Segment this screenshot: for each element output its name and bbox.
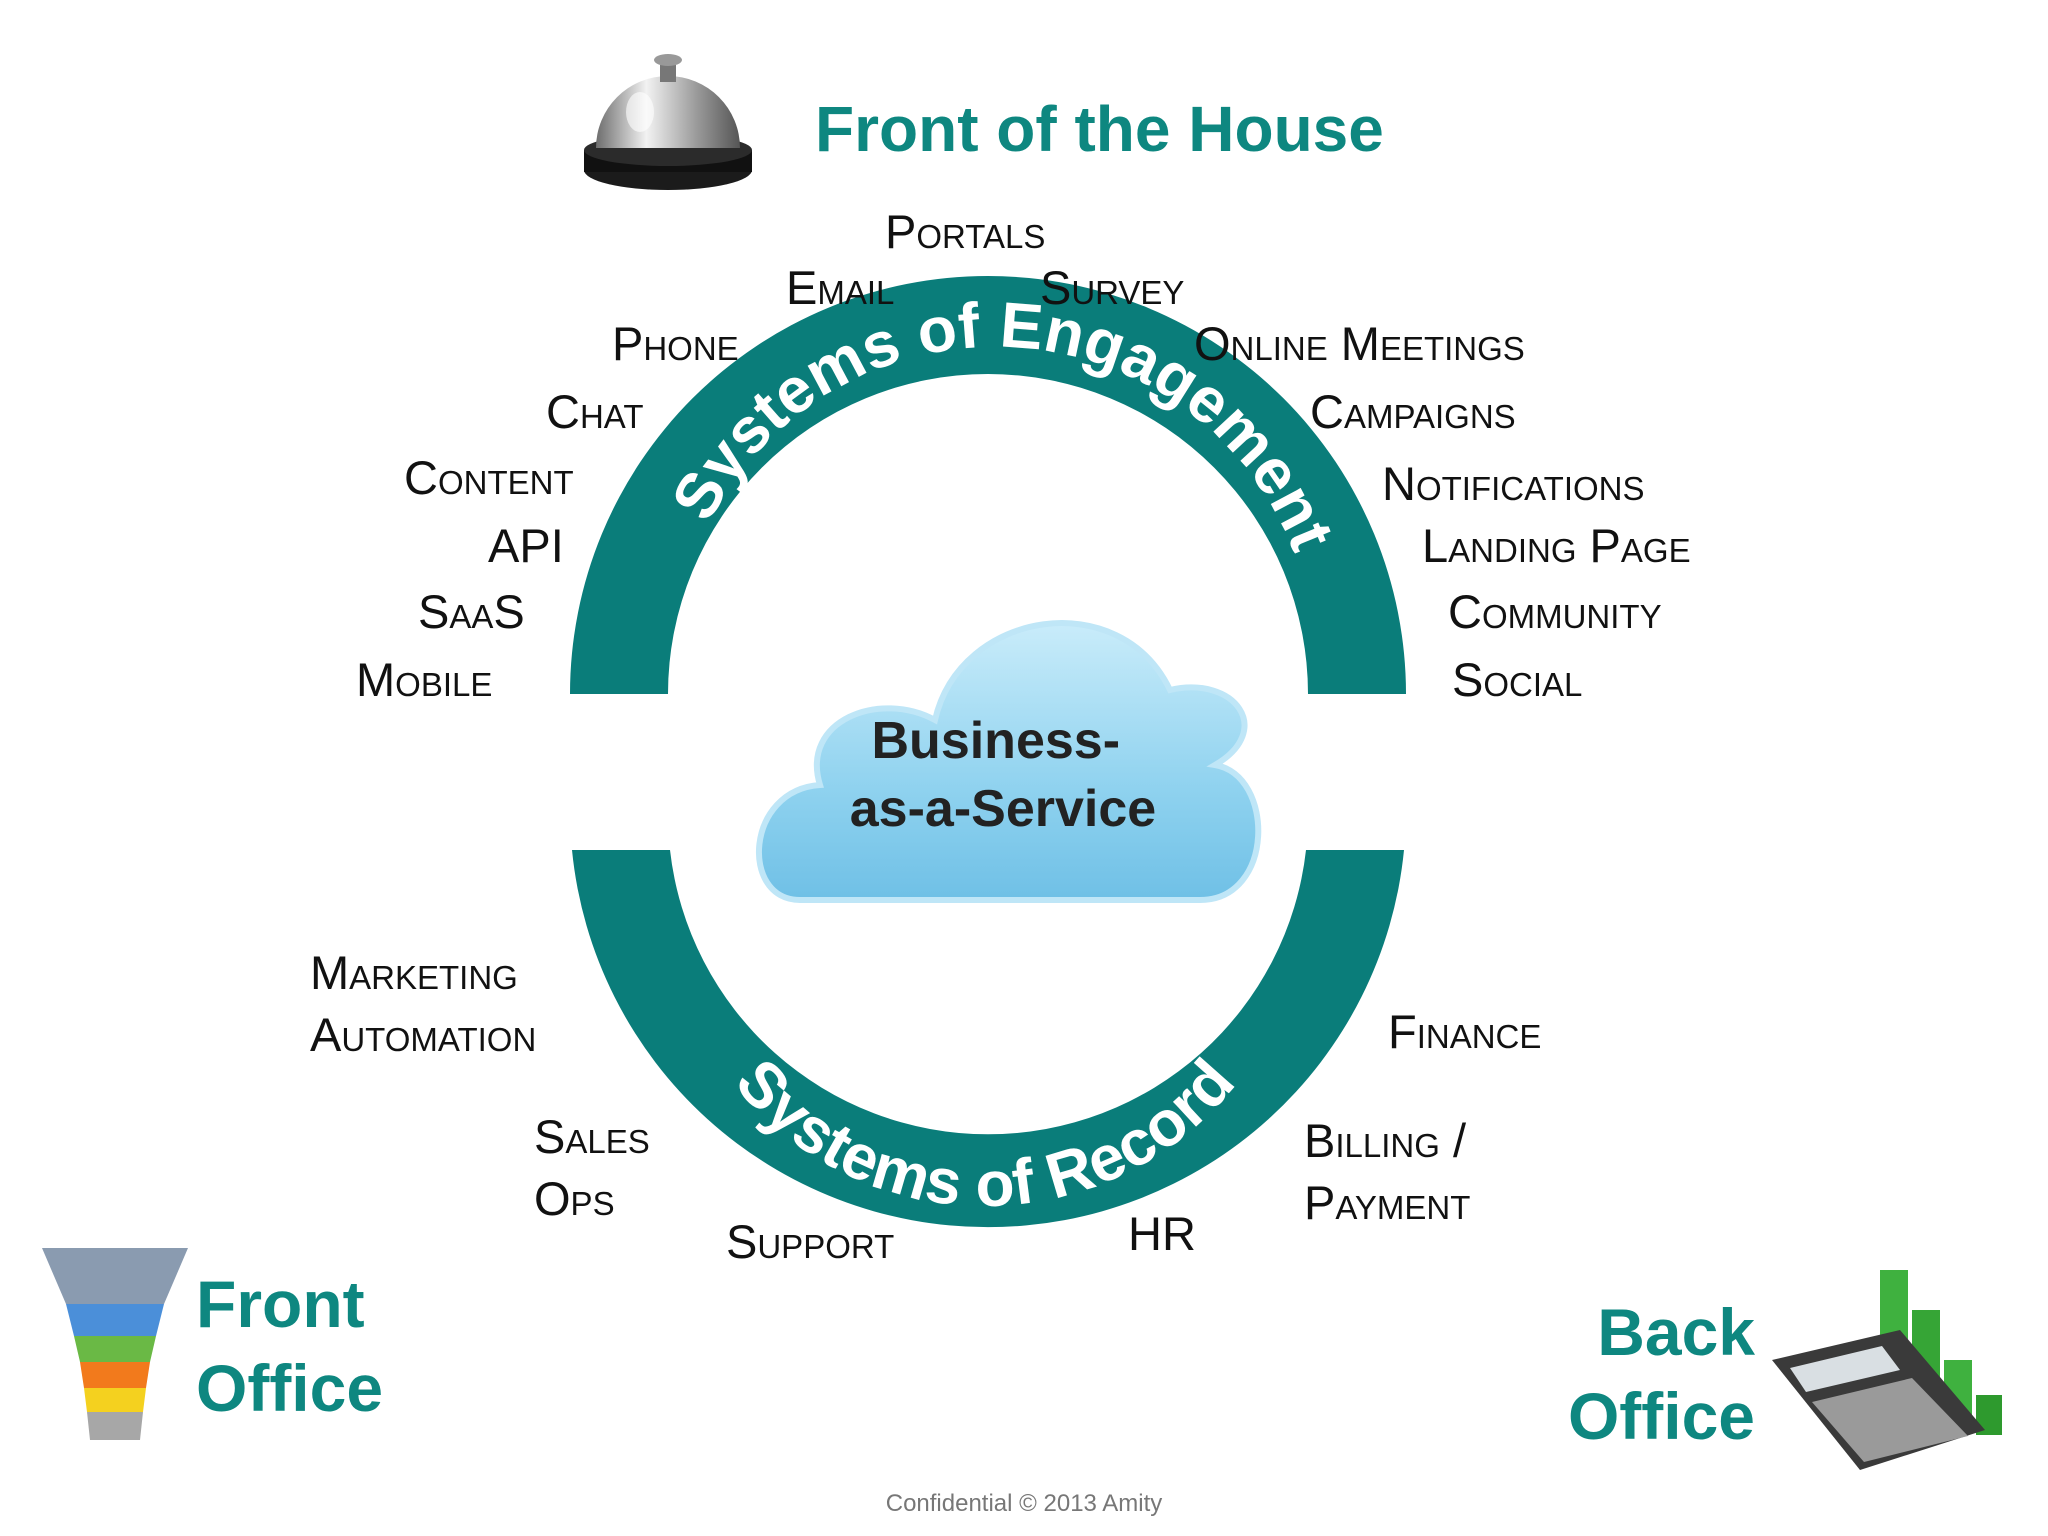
record-ring	[572, 850, 1404, 1228]
back-office-line-1: Back	[1597, 1295, 1755, 1369]
record-billing-payment: Billing / Payment	[1304, 1110, 1470, 1234]
channel-community: Community	[1448, 585, 1662, 638]
record-sales-line-1: Sales	[534, 1110, 650, 1163]
channel-social: Social	[1452, 653, 1583, 706]
front-of-house-heading: Front of the House	[815, 93, 1384, 165]
channel-mobile: Mobile	[356, 653, 493, 706]
channel-content: Content	[404, 451, 574, 504]
channel-email: Email	[786, 261, 895, 314]
calculator-chart-icon	[1772, 1270, 2002, 1470]
sales-funnel-icon	[42, 1248, 188, 1440]
channel-online-meetings: Online Meetings	[1194, 317, 1525, 370]
back-office-line-2: Office	[1567, 1379, 1755, 1453]
channel-campaigns: Campaigns	[1310, 385, 1516, 438]
cloud-icon	[755, 620, 1262, 903]
front-office-line-1: Front	[196, 1267, 365, 1341]
service-bell-icon	[584, 54, 752, 190]
record-billing-line-1: Billing /	[1304, 1114, 1467, 1167]
record-marketing-line-2: Automation	[310, 1008, 537, 1061]
cloud-label: Business- as-a-Service	[850, 712, 1156, 838]
channel-landing-page: Landing Page	[1422, 519, 1691, 572]
record-marketing-line-1: Marketing	[310, 946, 518, 999]
channel-chat: Chat	[546, 385, 644, 438]
footer-confidential: Confidential © 2013 Amity	[885, 1490, 1163, 1517]
channel-notifications: Notifications	[1382, 457, 1645, 510]
record-billing-line-2: Payment	[1304, 1176, 1471, 1229]
record-sales-line-2: Ops	[534, 1172, 615, 1225]
channel-api: API	[488, 519, 564, 572]
record-arc-label: Systems of Record	[722, 1045, 1248, 1220]
channel-portals: Portals	[885, 205, 1046, 258]
record-sales-ops: Sales Ops	[534, 1106, 650, 1230]
back-office-heading: Back Office	[1500, 1290, 1755, 1458]
front-office-line-2: Office	[196, 1351, 384, 1425]
channel-survey: Survey	[1040, 261, 1185, 314]
channel-phone: Phone	[612, 317, 739, 370]
front-office-heading: Front Office	[196, 1262, 383, 1430]
record-support: Support	[726, 1215, 895, 1268]
channel-saas: SaaS	[418, 585, 525, 638]
engagement-ring	[570, 276, 1406, 694]
record-marketing-automation: Marketing Automation	[310, 942, 536, 1066]
record-finance: Finance	[1388, 1005, 1542, 1058]
record-hr: HR	[1128, 1207, 1196, 1260]
